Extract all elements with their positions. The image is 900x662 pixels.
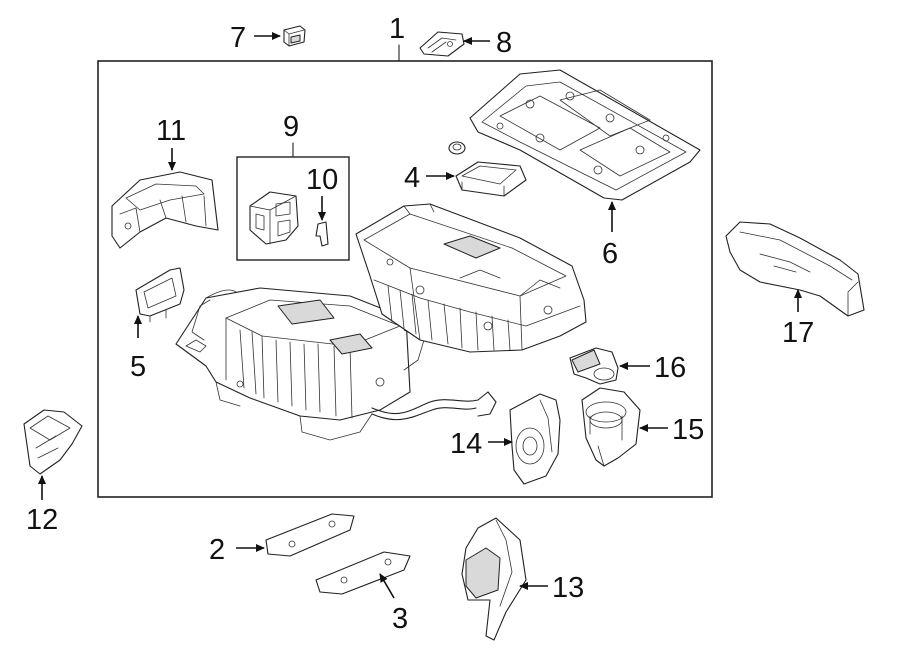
- callout-5: 5: [130, 351, 146, 383]
- part-5-bracket: [135, 267, 185, 323]
- part-14-fan-housing: [509, 393, 561, 485]
- part-4-module: [455, 161, 527, 197]
- part-9-relay-block: [249, 191, 299, 245]
- callout-6: 6: [602, 238, 618, 270]
- callout-4: 4: [404, 162, 420, 194]
- callout-12: 12: [26, 504, 58, 536]
- callout-9: 9: [283, 111, 299, 143]
- part-3-strap: [315, 551, 411, 595]
- part-2-strap: [265, 513, 355, 557]
- callout-13: 13: [552, 572, 584, 604]
- callout-2: 2: [209, 534, 225, 566]
- callout-16: 16: [654, 352, 686, 384]
- callout-8: 8: [496, 27, 512, 59]
- callout-10: 10: [306, 164, 338, 196]
- part-10-clip: [315, 221, 329, 247]
- bolt: [448, 141, 466, 155]
- callout-3: 3: [392, 603, 408, 635]
- part-17-air-duct: [725, 221, 865, 317]
- callout-11: 11: [156, 115, 186, 147]
- part-16-duct: [569, 347, 619, 385]
- callout-17: 17: [782, 317, 814, 349]
- part-12-bracket: [23, 409, 83, 475]
- battery-pack-upper: [355, 203, 587, 353]
- callout-14: 14: [450, 428, 482, 460]
- part-8-bracket: [419, 31, 465, 57]
- part-15-blower: [581, 387, 641, 467]
- part-7-clip: [283, 25, 306, 47]
- part-13-duct: [461, 517, 527, 641]
- callout-1: 1: [389, 13, 405, 45]
- callout-15: 15: [672, 414, 704, 446]
- battery-pack-lower: [175, 287, 497, 441]
- assembly-frame: [97, 60, 713, 498]
- part-11-shield: [111, 171, 219, 249]
- callout-7: 7: [230, 22, 246, 54]
- part-6-top-cover: [469, 69, 701, 201]
